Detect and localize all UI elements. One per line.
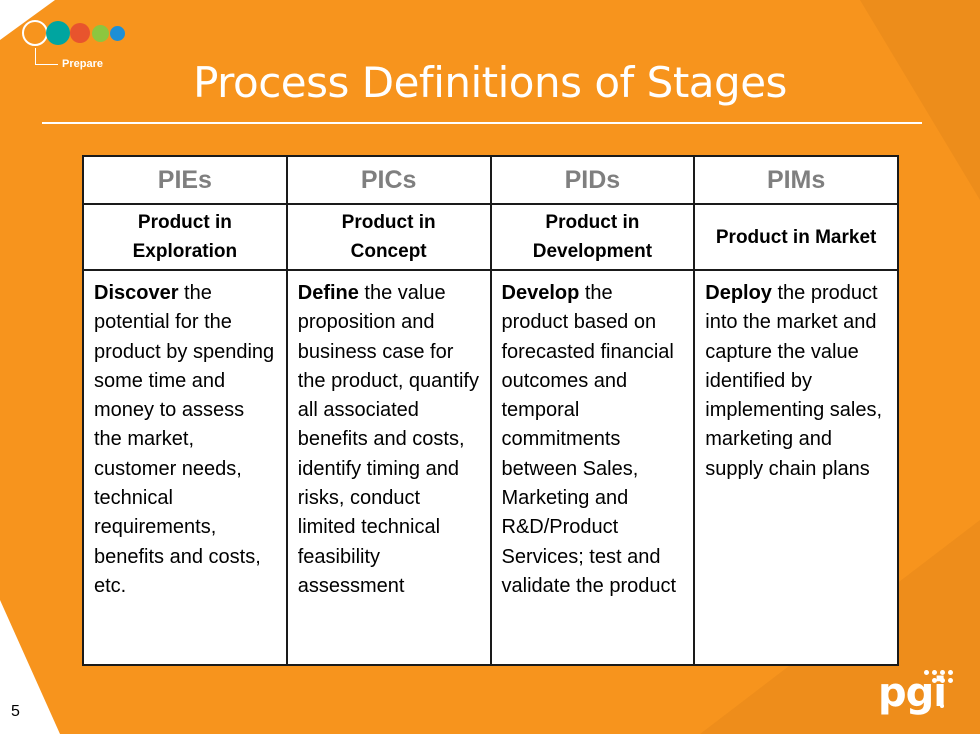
section-label: Prepare xyxy=(62,58,103,70)
stage-full-name: Product in Exploration xyxy=(82,203,288,271)
stage-abbr: PIMs xyxy=(693,155,899,205)
dot-blue xyxy=(110,26,125,41)
stage-full-name: Product in Development xyxy=(489,203,696,271)
pgi-logo: pgi xyxy=(878,668,958,718)
slide-title: Process Definitions of Stages xyxy=(193,58,787,107)
stage-verb: Discover xyxy=(94,282,179,304)
stage-description: the product into the market and capture … xyxy=(705,282,882,480)
stage-description-cell: Deploy the product into the market and c… xyxy=(693,269,899,666)
dot-prepare xyxy=(22,20,48,46)
title-underline xyxy=(42,122,922,124)
stage-abbr: PIEs xyxy=(82,155,288,205)
stage-full-name: Product in Market xyxy=(693,203,899,271)
logo-dot xyxy=(940,678,945,683)
stage-verb: Deploy xyxy=(705,282,772,304)
stage-description: the product based on forecasted financia… xyxy=(501,282,677,597)
dot-red xyxy=(70,23,90,43)
stage-abbr: PIDs xyxy=(489,155,696,205)
description-row: Discover the potential for the product b… xyxy=(82,269,899,666)
logo-dot xyxy=(924,670,929,675)
stages-table: PIEs PICs PIDs PIMs Product in Explorati… xyxy=(82,155,899,666)
stage-description-cell: Develop the product based on forecasted … xyxy=(489,269,696,666)
stage-description: the value proposition and business case … xyxy=(297,282,479,597)
page-number: 5 xyxy=(11,703,20,720)
dot-green xyxy=(92,25,109,42)
stage-description-cell: Define the value proposition and busines… xyxy=(285,269,492,666)
stage-description: the potential for the product by spendin… xyxy=(94,282,275,597)
logo-dot xyxy=(948,670,953,675)
stage-verb: Define xyxy=(297,282,359,304)
logo-text: pgi xyxy=(878,670,947,716)
dot-teal xyxy=(46,21,70,45)
logo-dot xyxy=(940,670,945,675)
stage-abbr: PICs xyxy=(285,155,492,205)
logo-dot xyxy=(932,678,937,683)
logo-dot xyxy=(948,678,953,683)
stage-description-cell: Discover the potential for the product b… xyxy=(82,269,288,666)
abbr-row: PIEs PICs PIDs PIMs xyxy=(82,155,899,205)
fullname-row: Product in Exploration Product in Concep… xyxy=(82,203,899,271)
logo-dot xyxy=(940,704,944,708)
logo-dot xyxy=(932,670,937,675)
stage-full-name: Product in Concept xyxy=(285,203,492,271)
section-connector-line xyxy=(35,48,58,65)
stage-verb: Develop xyxy=(501,282,580,304)
